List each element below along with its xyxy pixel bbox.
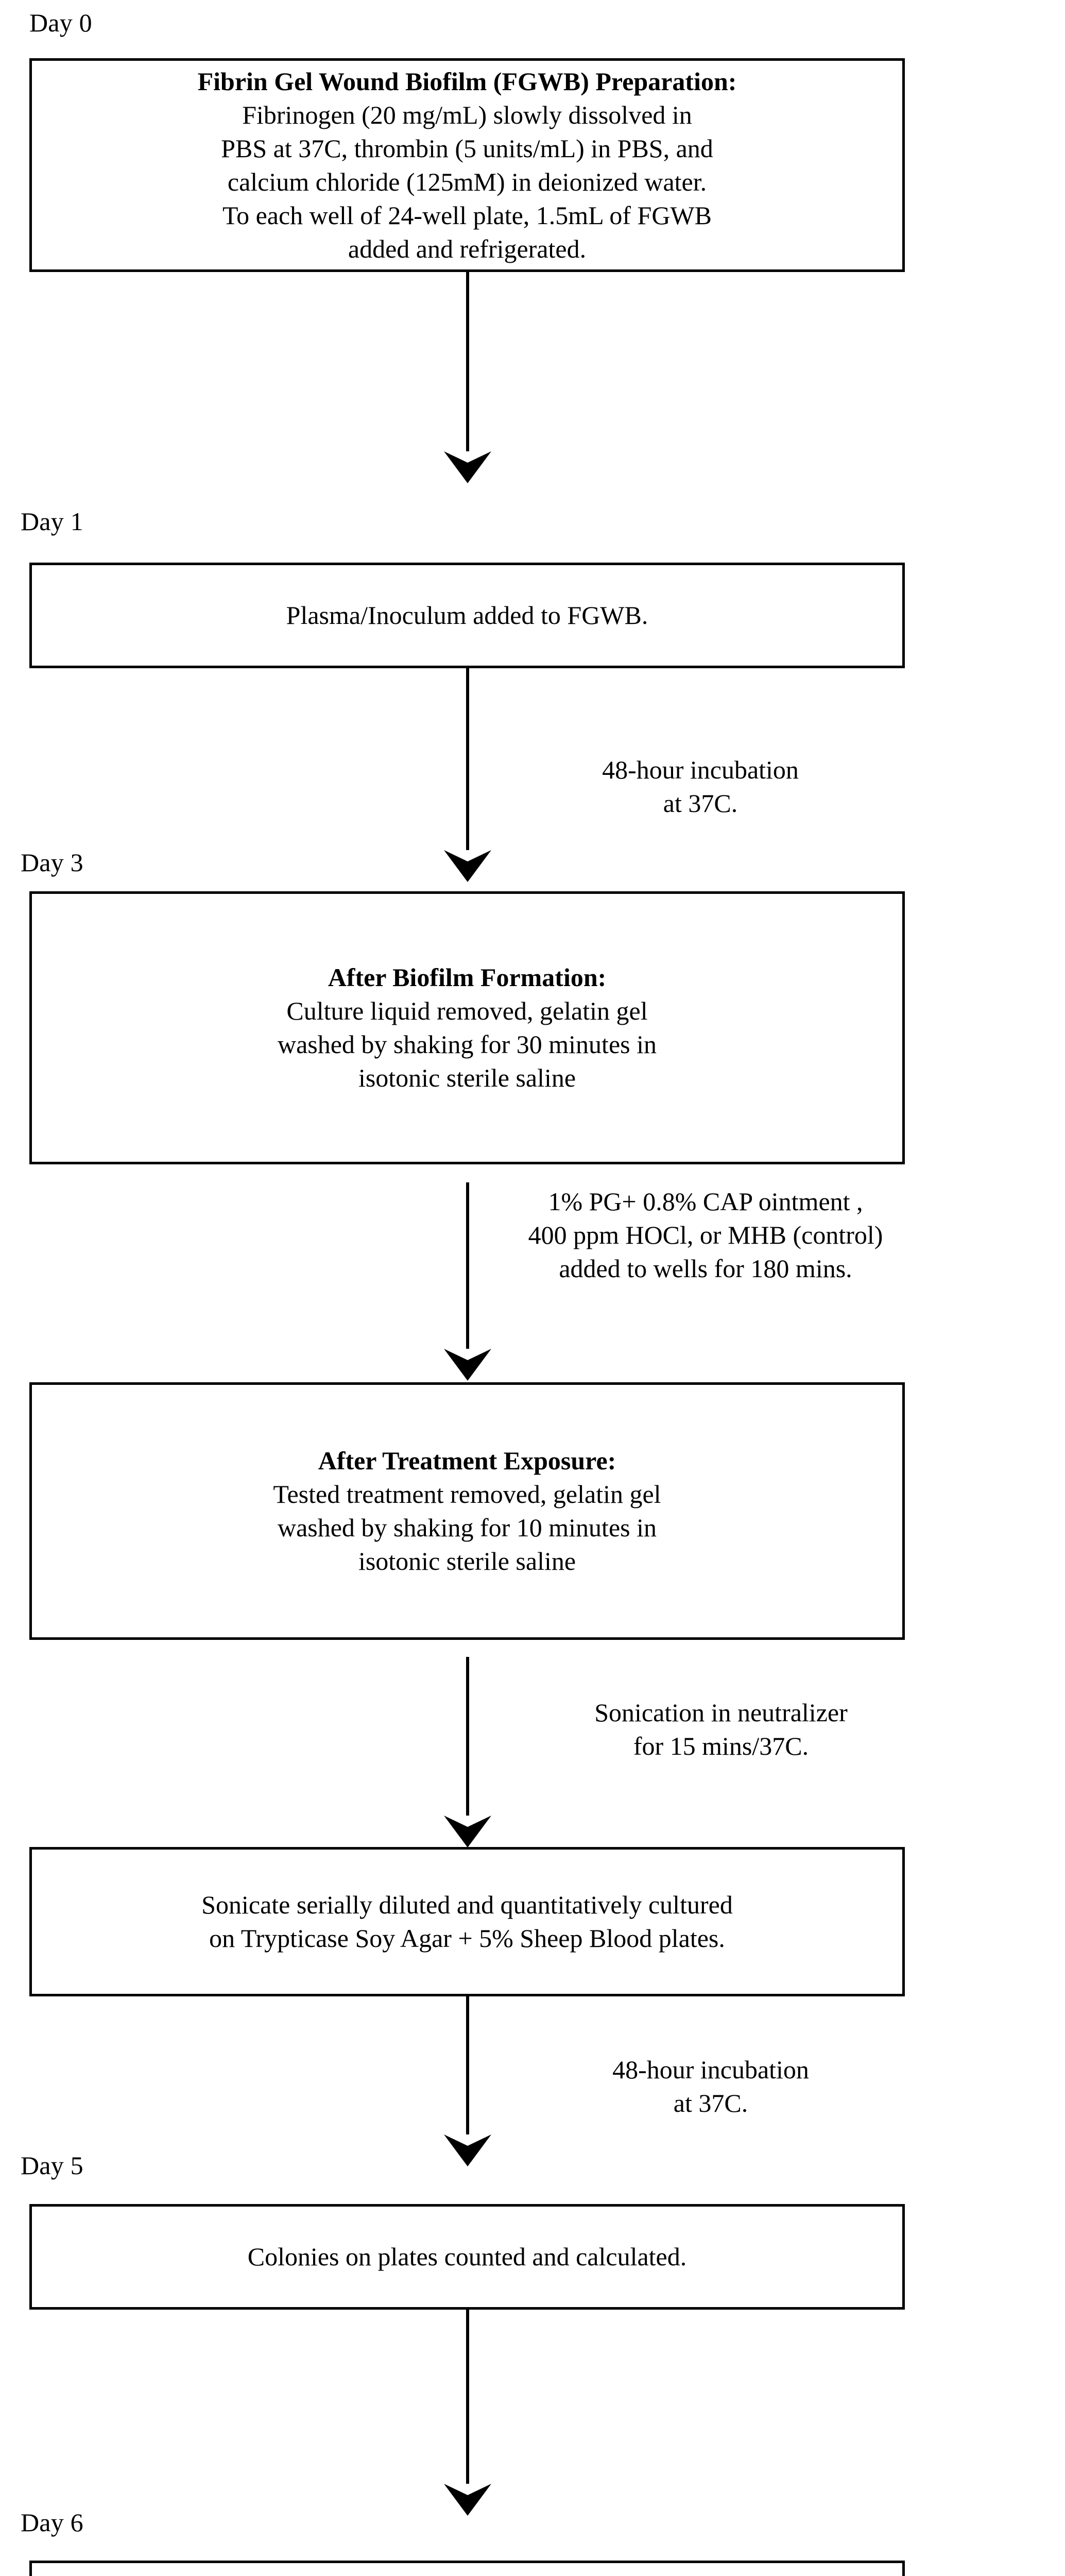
day-label-day6: Day 6: [21, 2508, 83, 2537]
box-after-treatment-exposure: After Treatment Exposure: Tested treatme…: [29, 1382, 905, 1640]
box-regrowth-experiment: Regrowth experiment by exposing FGWB dis…: [29, 2561, 905, 2576]
box-fgwb-preparation-heading: Fibrin Gel Wound Biofilm (FGWB) Preparat…: [197, 66, 737, 96]
arrow-shaft: [466, 272, 469, 451]
arrow-shaft: [466, 1996, 469, 2134]
arrow-head-icon: [442, 2134, 493, 2166]
box-colony-counting: Colonies on plates counted and calculate…: [29, 2204, 905, 2310]
box-sonicate-dilution-plating-line-2: on Trypticase Soy Agar + 5% Sheep Blood …: [209, 1924, 725, 1953]
box-fgwb-preparation-line-3: calcium chloride (125mM) in deionized wa…: [227, 167, 707, 196]
box-fgwb-preparation-line-5: added and refrigerated.: [348, 234, 587, 263]
arrow-caption-incubation-48h-first: 48-hour incubation at 37C.: [515, 753, 886, 820]
box-fgwb-preparation-line-1: Fibrinogen (20 mg/mL) slowly dissolved i…: [242, 100, 692, 129]
box-colony-counting-line-1: Colonies on plates counted and calculate…: [247, 2242, 687, 2271]
arrow-head-icon: [442, 1349, 493, 1381]
arrow-head-icon: [442, 451, 493, 483]
arrow-shaft: [466, 2310, 469, 2484]
arrow-prep-to-inoculation: [0, 272, 1065, 483]
box-plasma-inoculum-line-1: Plasma/Inoculum added to FGWB.: [286, 601, 648, 630]
arrow-shaft: [466, 1182, 469, 1349]
arrow-caption-sonication-line-2: for 15 mins/37C.: [633, 1732, 809, 1760]
arrow-caption-incubation-48h-second-line-1: 48-hour incubation: [612, 2055, 809, 2084]
arrow-shaft: [466, 1657, 469, 1816]
day-label-day5: Day 5: [21, 2151, 83, 2180]
box-after-biofilm-formation-line-2: washed by shaking for 30 minutes in: [277, 1030, 657, 1059]
box-fgwb-preparation: Fibrin Gel Wound Biofilm (FGWB) Preparat…: [29, 58, 905, 272]
box-plasma-inoculum: Plasma/Inoculum added to FGWB.: [29, 563, 905, 668]
arrow-counting-to-regrowth: [0, 2310, 1065, 2516]
box-after-treatment-exposure-line-2: washed by shaking for 10 minutes in: [277, 1513, 657, 1542]
arrow-caption-incubation-48h-first-line-1: 48-hour incubation: [602, 755, 799, 784]
arrow-shaft: [466, 668, 469, 850]
arrow-head-icon: [442, 1816, 493, 1848]
box-after-treatment-exposure-heading: After Treatment Exposure:: [318, 1446, 616, 1475]
arrow-caption-sonication-line-1: Sonication in neutralizer: [594, 1698, 848, 1727]
box-after-biofilm-formation: After Biofilm Formation: Culture liquid …: [29, 891, 905, 1164]
box-sonicate-dilution-plating: Sonicate serially diluted and quantitati…: [29, 1847, 905, 1996]
box-after-treatment-exposure-line-1: Tested treatment removed, gelatin gel: [273, 1480, 661, 1509]
arrow-caption-treatment-application-line-3: added to wells for 180 mins.: [559, 1254, 852, 1283]
box-fgwb-preparation-line-2: PBS at 37C, thrombin (5 units/mL) in PBS…: [221, 133, 713, 163]
day-label-day0: Day 0: [29, 8, 92, 37]
arrow-caption-incubation-48h-first-line-2: at 37C.: [663, 789, 738, 818]
box-sonicate-dilution-plating-line-1: Sonicate serially diluted and quantitati…: [201, 1890, 733, 1919]
box-after-biofilm-formation-line-3: isotonic sterile saline: [358, 1063, 576, 1092]
box-after-biofilm-formation-line-1: Culture liquid removed, gelatin gel: [286, 996, 648, 1025]
arrow-caption-treatment-application-line-1: 1% PG+ 0.8% CAP ointment ,: [548, 1187, 863, 1216]
arrow-caption-treatment-application: 1% PG+ 0.8% CAP ointment , 400 ppm HOCl,…: [484, 1185, 927, 1285]
box-after-biofilm-formation-heading: After Biofilm Formation:: [328, 963, 607, 992]
arrow-caption-incubation-48h-second: 48-hour incubation at 37C.: [515, 2053, 906, 2120]
box-after-treatment-exposure-line-3: isotonic sterile saline: [358, 1547, 576, 1575]
arrow-caption-incubation-48h-second-line-2: at 37C.: [673, 2089, 748, 2117]
arrow-caption-treatment-application-line-2: 400 ppm HOCl, or MHB (control): [528, 1221, 883, 1249]
box-fgwb-preparation-line-4: To each well of 24-well plate, 1.5mL of …: [222, 200, 712, 230]
arrow-head-icon: [442, 850, 493, 882]
arrow-caption-sonication: Sonication in neutralizer for 15 mins/37…: [515, 1696, 927, 1763]
arrow-head-icon: [442, 2484, 493, 2516]
day-label-day3: Day 3: [21, 848, 83, 877]
day-label-day1: Day 1: [21, 507, 83, 536]
